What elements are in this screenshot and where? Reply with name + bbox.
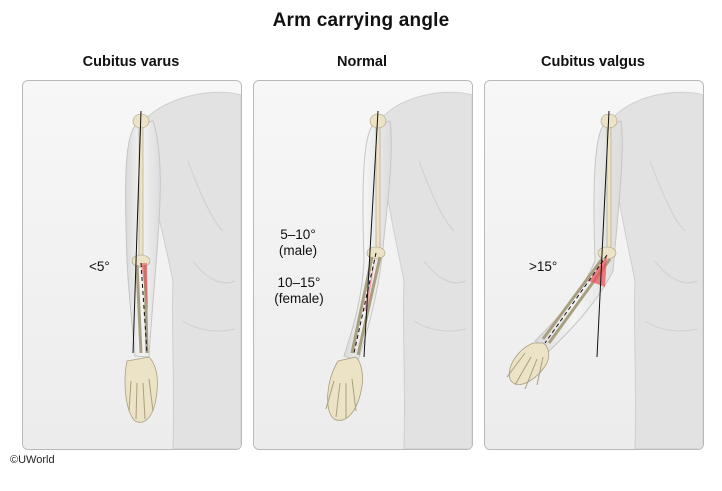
panel-cubitus-varus: <5°: [22, 80, 242, 450]
angle-label-normal-male: 5–10° (male): [268, 227, 328, 259]
torso-figure: [609, 91, 703, 449]
diagram-title: Arm carrying angle: [272, 10, 450, 31]
sex-label-male: (male): [278, 243, 318, 258]
panel-normal: 5–10° (male) 10–15° (female): [253, 80, 473, 450]
torso-figure: [378, 91, 472, 449]
arm-figure: [506, 110, 623, 390]
sex-label-female: (female): [274, 291, 324, 306]
heading-normal: Normal: [337, 54, 387, 70]
angle-label-valgus: >15°: [529, 259, 558, 274]
angle-value-male: 5–10°: [280, 227, 316, 242]
copyright-notice: ©UWorld: [10, 454, 55, 466]
carrying-angle-wedge: [589, 255, 607, 287]
angle-label-normal-female: 10–15° (female): [266, 275, 332, 307]
arm-figure: [124, 110, 161, 423]
heading-cubitus-valgus: Cubitus valgus: [541, 54, 645, 70]
angle-label-varus: <5°: [89, 259, 110, 274]
panel-cubitus-valgus: >15°: [484, 80, 704, 450]
carrying-angle-wedge: [141, 263, 148, 311]
angle-value-female: 10–15°: [277, 275, 321, 290]
heading-cubitus-varus: Cubitus varus: [82, 54, 180, 70]
arm-figure: [325, 110, 392, 421]
